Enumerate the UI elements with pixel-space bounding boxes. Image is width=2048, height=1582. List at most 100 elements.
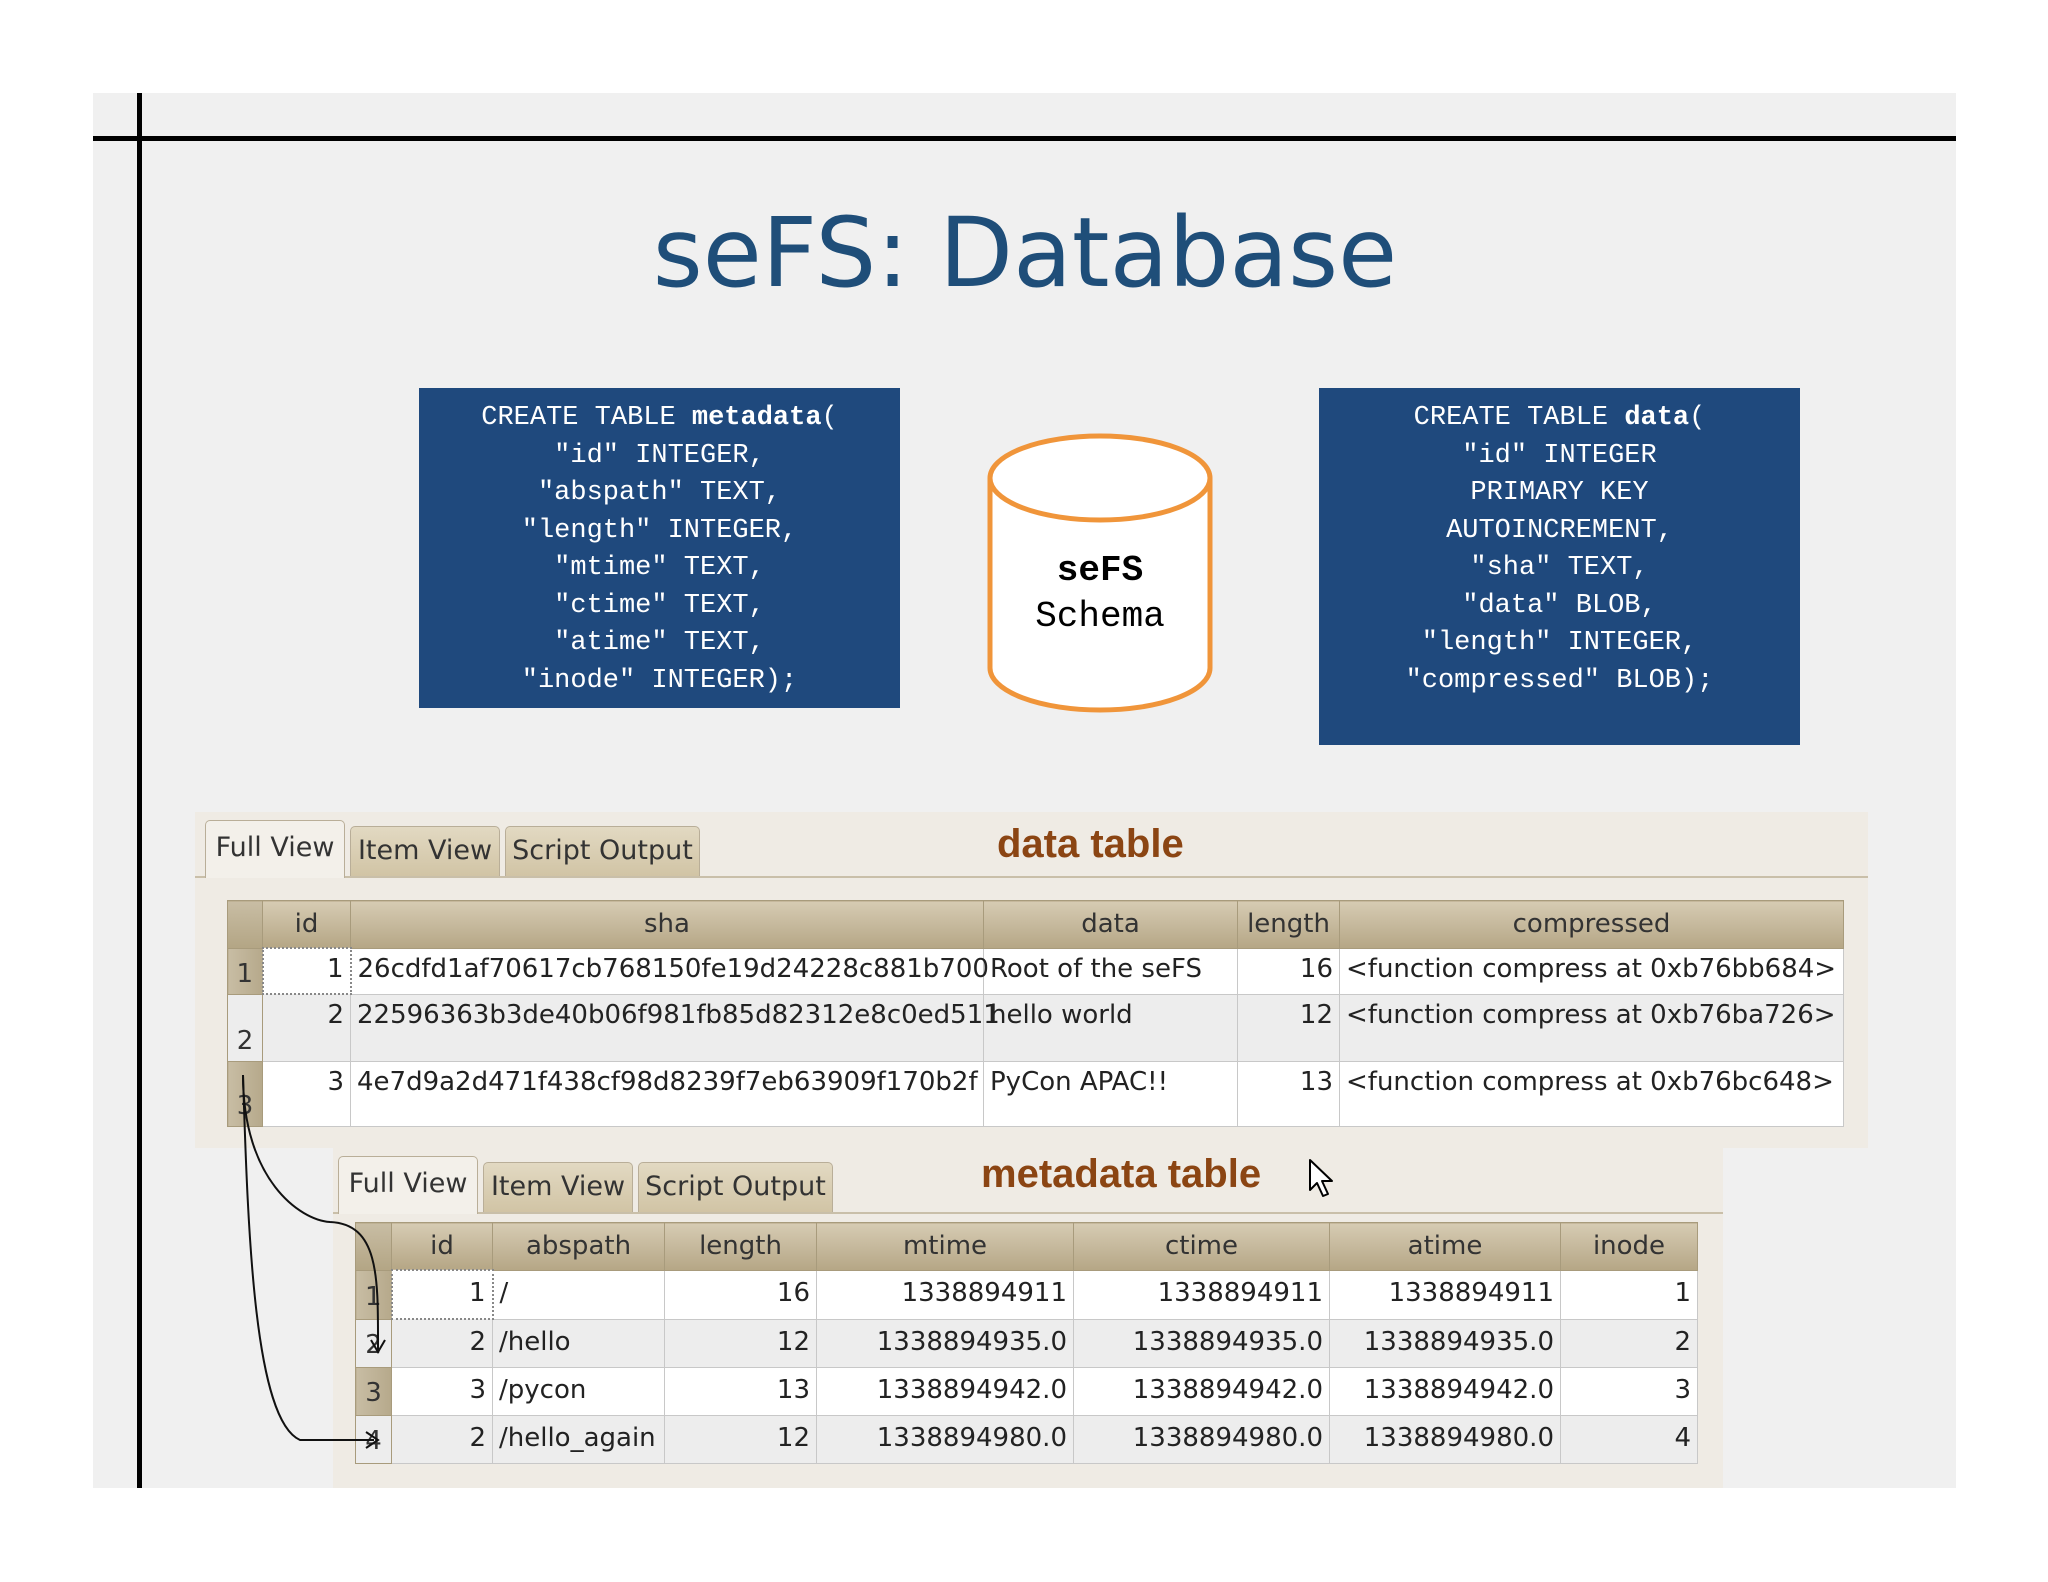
row-header[interactable]: 2 xyxy=(227,993,263,1062)
cell-id[interactable]: 1 xyxy=(261,947,352,995)
cell-ctime[interactable]: 1338894911 xyxy=(1073,1269,1330,1320)
tab-divider xyxy=(195,876,1868,878)
schema-line: "data" BLOB, xyxy=(1462,590,1657,621)
cell-compressed[interactable]: <function compress at 0xb76bc648> xyxy=(1339,1061,1844,1127)
cell-id[interactable]: 2 xyxy=(391,1318,493,1368)
schema-line: ( xyxy=(821,403,838,433)
column-header-mtime[interactable]: mtime xyxy=(816,1222,1074,1271)
cell-sha[interactable]: 22596363b3de40b06f981fb85d82312e8c0ed511 xyxy=(350,993,1000,1062)
cell-sha[interactable]: 26cdfd1af70617cb768150fe19d24228c881b700 xyxy=(350,947,989,995)
table-row[interactable]: 2 2 22596363b3de40b06f981fb85d82312e8c0e… xyxy=(227,993,1844,1062)
cell-abspath[interactable]: / xyxy=(492,1269,665,1320)
metadata-table-label: metadata table xyxy=(981,1152,1262,1196)
column-header-id[interactable]: id xyxy=(391,1222,493,1271)
row-header[interactable]: 3 xyxy=(355,1367,392,1416)
tab-divider xyxy=(333,1212,1723,1214)
schema-line: "id" INTEGER, xyxy=(554,440,765,471)
grid-corner xyxy=(355,1222,392,1271)
column-header-id[interactable]: id xyxy=(262,900,351,949)
cell-mtime[interactable]: 1338894942.0 xyxy=(816,1367,1074,1416)
column-header-abspath[interactable]: abspath xyxy=(492,1222,665,1271)
schema-line: "atime" TEXT, xyxy=(554,628,765,658)
cell-abspath[interactable]: /hello xyxy=(492,1318,665,1368)
column-header-sha[interactable]: sha xyxy=(350,900,984,949)
cell-inode[interactable]: 3 xyxy=(1560,1367,1698,1416)
row-header[interactable]: 1 xyxy=(227,947,263,995)
cell-ctime[interactable]: 1338894980.0 xyxy=(1073,1415,1330,1464)
cell-length[interactable]: 13 xyxy=(1237,1061,1340,1127)
cell-abspath[interactable]: /hello_again xyxy=(492,1415,665,1464)
cell-id[interactable]: 3 xyxy=(262,1061,351,1127)
cell-length[interactable]: 13 xyxy=(664,1367,817,1416)
cell-data[interactable]: hello world xyxy=(983,993,1238,1062)
tab-script-output[interactable]: Script Output xyxy=(638,1162,833,1212)
cell-ctime[interactable]: 1338894935.0 xyxy=(1073,1318,1330,1368)
database-subtitle: Schema xyxy=(1035,596,1165,637)
column-header-atime[interactable]: atime xyxy=(1329,1222,1561,1271)
schema-line: "inode" INTEGER); xyxy=(521,665,798,696)
schema-line: CREATE TABLE xyxy=(1413,403,1625,433)
cell-length[interactable]: 12 xyxy=(664,1318,817,1368)
column-header-data[interactable]: data xyxy=(983,900,1238,949)
schema-line: "abspath" TEXT, xyxy=(537,478,782,508)
cell-length[interactable]: 12 xyxy=(1237,993,1340,1062)
table-row[interactable]: 2 2 /hello 12 1338894935.0 1338894935.0 … xyxy=(355,1318,1698,1368)
cell-mtime[interactable]: 1338894911 xyxy=(816,1269,1074,1320)
cell-inode[interactable]: 1 xyxy=(1560,1269,1698,1320)
column-header-length[interactable]: length xyxy=(664,1222,817,1271)
tab-script-output[interactable]: Script Output xyxy=(505,826,700,876)
cell-id[interactable]: 2 xyxy=(262,993,351,1062)
cell-mtime[interactable]: 1338894935.0 xyxy=(816,1318,1074,1368)
table-row[interactable]: 1 1 / 16 1338894911 1338894911 133889491… xyxy=(355,1269,1698,1320)
tab-full-view[interactable]: Full View xyxy=(205,820,345,878)
row-header[interactable]: 4 xyxy=(355,1415,392,1464)
schema-line: "compressed" BLOB); xyxy=(1405,665,1714,696)
column-header-length[interactable]: length xyxy=(1237,900,1340,949)
cell-id[interactable]: 1 xyxy=(390,1269,494,1320)
cell-abspath[interactable]: /pycon xyxy=(492,1367,665,1416)
schema-line: "id" INTEGER xyxy=(1462,440,1657,471)
cell-length[interactable]: 16 xyxy=(664,1269,817,1320)
slide-horizontal-rule xyxy=(93,136,1956,141)
cell-compressed[interactable]: <function compress at 0xb76bb684> xyxy=(1339,947,1844,995)
cell-ctime[interactable]: 1338894942.0 xyxy=(1073,1367,1330,1416)
cell-data[interactable]: PyCon APAC!! xyxy=(983,1061,1238,1127)
schema-line: "ctime" TEXT, xyxy=(554,590,765,621)
cell-atime[interactable]: 1338894911 xyxy=(1329,1269,1561,1320)
cell-length[interactable]: 16 xyxy=(1237,947,1340,995)
table-row[interactable]: 1 1 26cdfd1af70617cb768150fe19d24228c881… xyxy=(227,947,1844,995)
cell-id[interactable]: 2 xyxy=(391,1415,493,1464)
data-table-label: data table xyxy=(997,822,1184,866)
tab-item-view[interactable]: Item View xyxy=(350,826,500,876)
cell-atime[interactable]: 1338894942.0 xyxy=(1329,1367,1561,1416)
cell-data[interactable]: Root of the seFS xyxy=(983,947,1238,995)
row-header[interactable]: 2 xyxy=(355,1318,392,1368)
column-header-compressed[interactable]: compressed xyxy=(1339,900,1844,949)
column-header-ctime[interactable]: ctime xyxy=(1073,1222,1330,1271)
cell-atime[interactable]: 1338894980.0 xyxy=(1329,1415,1561,1464)
row-header[interactable]: 1 xyxy=(355,1269,392,1320)
tab-full-view[interactable]: Full View xyxy=(338,1156,478,1214)
database-cylinder-icon xyxy=(987,433,1213,713)
slide-title: seFS: Database xyxy=(652,197,1398,309)
cell-atime[interactable]: 1338894935.0 xyxy=(1329,1318,1561,1368)
table-row[interactable]: 3 3 /pycon 13 1338894942.0 1338894942.0 … xyxy=(355,1367,1698,1416)
cell-mtime[interactable]: 1338894980.0 xyxy=(816,1415,1074,1464)
column-header-inode[interactable]: inode xyxy=(1560,1222,1698,1271)
tab-item-view[interactable]: Item View xyxy=(483,1162,633,1212)
schema-line: ( xyxy=(1689,403,1706,433)
schema-line: PRIMARY KEY xyxy=(1470,478,1649,508)
table-row[interactable]: 4 2 /hello_again 12 1338894980.0 1338894… xyxy=(355,1415,1698,1464)
metadata-grid: id abspath length mtime ctime atime inod… xyxy=(355,1222,1698,1464)
cell-inode[interactable]: 2 xyxy=(1560,1318,1698,1368)
schema-line: CREATE TABLE xyxy=(481,403,692,433)
metadata-table-window: Full View Item View Script Output metada… xyxy=(333,1148,1723,1488)
cell-sha[interactable]: 4e7d9a2d471f438cf98d8239f7eb63909f170b2f xyxy=(350,1061,984,1127)
row-header[interactable]: 3 xyxy=(227,1061,263,1127)
table-row[interactable]: 3 3 4e7d9a2d471f438cf98d8239f7eb63909f17… xyxy=(227,1061,1844,1127)
schema-line: "sha" TEXT, xyxy=(1470,553,1649,583)
cell-id[interactable]: 3 xyxy=(391,1367,493,1416)
cell-compressed[interactable]: <function compress at 0xb76ba726> xyxy=(1339,993,1844,1062)
cell-inode[interactable]: 4 xyxy=(1560,1415,1698,1464)
cell-length[interactable]: 12 xyxy=(664,1415,817,1464)
